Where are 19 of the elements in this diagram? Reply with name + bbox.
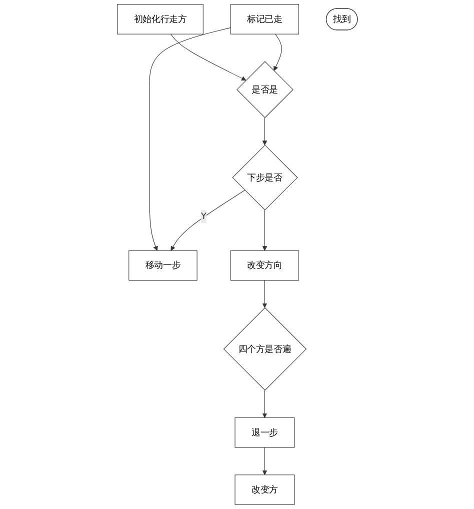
node-diamond: 是否是 [236, 61, 293, 118]
node-box: 移动一步 [128, 250, 197, 281]
arrow [148, 27, 230, 251]
node-box: 初始化行走方 [116, 4, 203, 34]
node-box: 改变方向 [230, 250, 299, 281]
arrow [262, 390, 267, 418]
node-box: 标记已走 [230, 4, 299, 34]
arrow [170, 190, 245, 251]
node-box: 改变方 [234, 474, 294, 505]
arrow [170, 34, 246, 81]
node-diamond: 四个方是否遍 [222, 307, 306, 391]
arrow [262, 280, 267, 308]
arrow [262, 117, 267, 146]
arrow [262, 447, 267, 476]
edge-label: Y [200, 210, 206, 222]
node-diamond: 下步是否 [232, 144, 298, 210]
node-box: 退一步 [234, 417, 294, 448]
arrow [273, 34, 282, 71]
arrow [262, 210, 267, 251]
